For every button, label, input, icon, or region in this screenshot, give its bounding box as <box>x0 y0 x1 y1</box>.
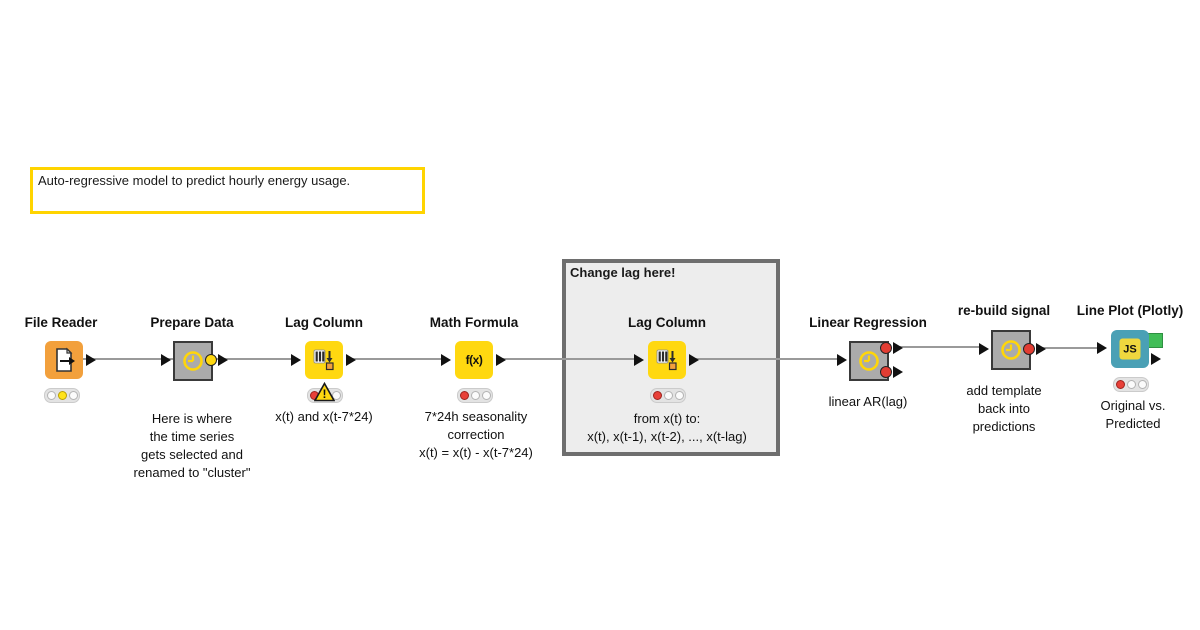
input-port[interactable] <box>161 354 171 366</box>
node-title-lag-column-2: Lag Column <box>628 315 706 330</box>
node-math-formula[interactable]: f(x) <box>441 341 506 379</box>
warning-icon: ! <box>314 382 335 402</box>
output-port[interactable] <box>1151 353 1161 365</box>
traffic-light <box>457 388 493 403</box>
javascript-icon: JS <box>1119 338 1141 360</box>
svg-text:!: ! <box>323 387 327 401</box>
node-comment: Here is where the time series gets selec… <box>133 411 251 480</box>
node-lag-column-2[interactable] <box>634 341 699 379</box>
status-light-off <box>1126 380 1136 389</box>
output-port-dot-bottom[interactable] <box>880 366 892 378</box>
output-port[interactable] <box>689 354 699 366</box>
lag-column-icon <box>656 349 677 371</box>
node-comment: linear AR(lag) <box>828 394 908 409</box>
status-light-yellow <box>57 391 67 400</box>
clock-icon <box>183 351 203 371</box>
clock-icon <box>1001 340 1021 360</box>
node-title-linear-regression: Linear Regression <box>809 315 927 330</box>
node-comment: Original vs. Predicted <box>1100 398 1166 431</box>
workflow-annotation-yellow[interactable]: Auto-regressive model to predict hourly … <box>30 167 425 214</box>
input-port[interactable] <box>837 354 847 366</box>
node-title-prepare-data: Prepare Data <box>150 315 234 330</box>
output-port[interactable] <box>496 354 506 366</box>
node-comment: from x(t) to: x(t), x(t-1), x(t-2), ...,… <box>587 411 747 444</box>
wire-rebuildsignal-lineplot[interactable] <box>1037 347 1103 349</box>
output-port[interactable] <box>218 354 228 366</box>
output-port[interactable] <box>1036 343 1046 355</box>
node-file-reader[interactable] <box>45 341 96 379</box>
input-port[interactable] <box>441 354 451 366</box>
status-light-red <box>459 391 469 400</box>
node-title-lag-column-1: Lag Column <box>285 315 363 330</box>
status-light-off <box>1137 380 1147 389</box>
wire-mathformula-lagcolumn2[interactable] <box>497 358 640 360</box>
wire-linearregression-rebuildsignal[interactable] <box>895 346 983 348</box>
node-comment: 7*24h seasonality correction x(t) = x(t)… <box>419 409 533 460</box>
traffic-light <box>1113 377 1149 392</box>
wire-lagcolumn2-linearregression[interactable] <box>692 358 841 360</box>
math-formula-icon: f(x) <box>465 353 483 367</box>
node-rebuild-signal[interactable] <box>979 330 1046 370</box>
status-light-off <box>663 391 673 400</box>
status-light-off <box>674 391 684 400</box>
annotation-text: Auto-regressive model to predict hourly … <box>38 173 351 188</box>
wire-preparedata-lagcolumn1[interactable] <box>214 358 298 360</box>
traffic-light <box>650 388 686 403</box>
traffic-light <box>44 388 80 403</box>
status-light-off <box>68 391 78 400</box>
wire-filereader-preparedata[interactable] <box>80 358 174 360</box>
input-port[interactable] <box>1097 342 1107 354</box>
file-export-icon <box>56 347 75 372</box>
status-light-red <box>1115 380 1125 389</box>
node-comment: add template back into predictions <box>966 383 1042 434</box>
output-port-dot-top[interactable] <box>880 342 892 354</box>
node-prepare-data[interactable] <box>161 341 228 381</box>
wire-lagcolumn1-mathformula[interactable] <box>347 358 447 360</box>
node-line-plot-plotly[interactable]: JS <box>1097 330 1161 368</box>
status-light-red <box>652 391 662 400</box>
node-title-math-formula: Math Formula <box>429 315 519 330</box>
status-light-off <box>470 391 480 400</box>
node-title-rebuild-signal: re-build signal <box>957 303 1051 318</box>
input-port[interactable] <box>291 354 301 366</box>
output-port-dot[interactable] <box>1023 343 1035 355</box>
status-light-off <box>481 391 491 400</box>
output-port-bottom[interactable] <box>893 366 903 378</box>
clock-icon <box>859 351 879 371</box>
output-port-top[interactable] <box>893 342 903 354</box>
node-title-line-plot-plotly: Line Plot (Plotly) <box>1076 303 1184 318</box>
node-linear-regression[interactable] <box>837 341 903 381</box>
output-port[interactable] <box>86 354 96 366</box>
status-light-off <box>46 391 56 400</box>
lag-column-icon <box>313 349 334 371</box>
workflow-annotation-change-lag[interactable]: Change lag here! <box>562 259 780 456</box>
input-port[interactable] <box>979 343 989 355</box>
output-port[interactable] <box>346 354 356 366</box>
output-port-dot[interactable] <box>205 354 217 366</box>
node-comment: x(t) and x(t-7*24) <box>275 409 373 424</box>
node-title-file-reader: File Reader <box>24 315 98 330</box>
input-port[interactable] <box>634 354 644 366</box>
annotation-title: Change lag here! <box>570 265 676 280</box>
node-lag-column-1[interactable] <box>291 341 356 379</box>
